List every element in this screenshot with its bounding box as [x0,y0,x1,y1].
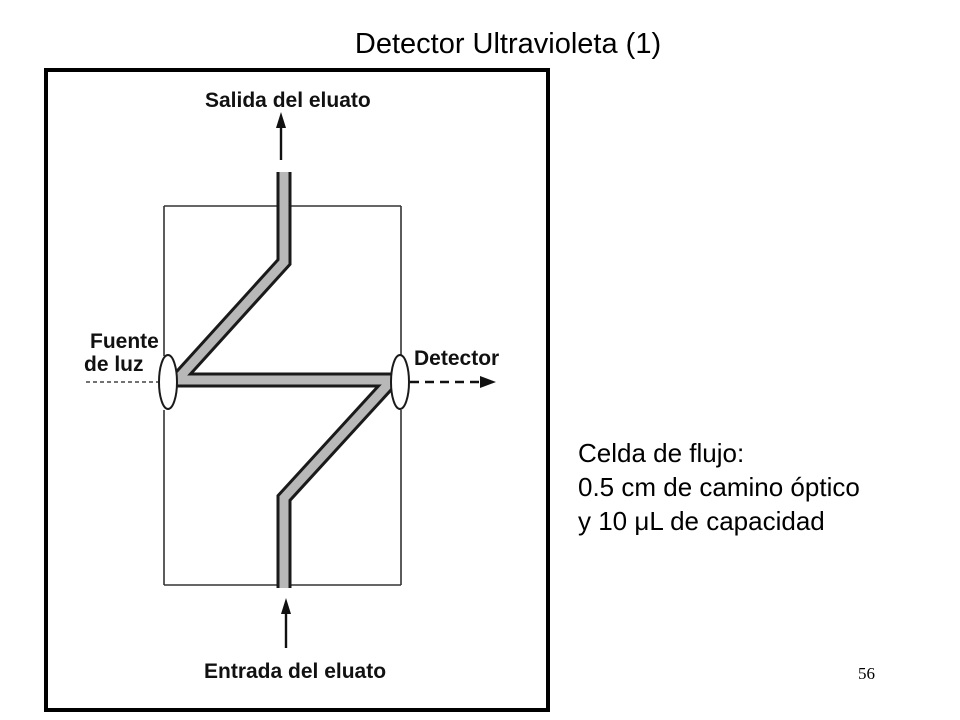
caption-line-3: y 10 μL de capacidad [578,506,825,536]
source-window [158,354,178,410]
outlet-arrow [276,112,286,160]
flow-cell-caption: Celda de flujo: 0.5 cm de camino óptico … [578,436,860,538]
caption-line-2: 0.5 cm de camino óptico [578,472,860,502]
page-number: 56 [858,664,875,683]
outlet-label: Salida del eluato [205,89,371,112]
detector-window [390,354,410,410]
caption-line-1: Celda de flujo: [578,438,745,468]
detector-label: Detector [414,347,499,370]
light-source-label-line2: de luz [84,353,144,376]
figure-frame [44,68,550,712]
inlet-label: Entrada del eluato [204,660,386,683]
flow-channel [160,172,410,588]
slide-title: Detector Ultravioleta (1) [354,28,662,60]
inlet-arrow [281,598,291,648]
light-beam-out-arrow [410,376,496,388]
light-source-label-line1: Fuente [90,330,159,353]
